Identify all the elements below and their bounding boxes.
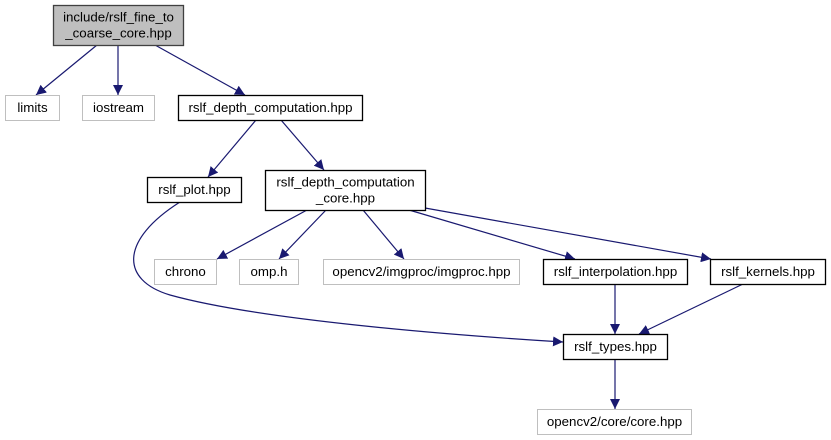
node-label: rslf_interpolation.hpp (554, 264, 677, 279)
node-box (323, 259, 520, 285)
node-core: opencv2/core/core.hpp (537, 409, 692, 435)
node-label: omp.h (251, 264, 288, 279)
node-label: rslf_kernels.hpp (721, 264, 815, 279)
node-box (264, 169, 427, 212)
node-label: rslf_depth_computation.hpp (188, 100, 352, 115)
edges-layer (35, 44, 744, 409)
node-omp: omp.h (239, 259, 299, 285)
node-depth-computation-core[interactable]: rslf_depth_computation_core.hpp (264, 169, 427, 212)
node-box (239, 259, 299, 285)
node-limits: limits (5, 95, 60, 121)
node-label: opencv2/core/core.hpp (547, 414, 682, 429)
node-iostream: iostream (82, 95, 155, 121)
node-label: opencv2/imgproc/imgproc.hpp (332, 264, 510, 279)
node-kernels[interactable]: rslf_kernels.hpp (709, 258, 827, 286)
node-box (52, 4, 185, 47)
node-box (542, 258, 689, 286)
node-label: iostream (93, 100, 144, 115)
edge-depth-computation-core-to-omp (278, 209, 327, 260)
node-depth-computation[interactable]: rslf_depth_computation.hpp (177, 94, 364, 122)
node-interpolation[interactable]: rslf_interpolation.hpp (542, 258, 689, 286)
edge-depth-computation-core-to-chrono (216, 209, 308, 260)
node-label: rslf_depth_computation (276, 175, 414, 190)
node-box (146, 176, 243, 204)
edge-depth-computation-core-to-interpolation (408, 209, 576, 261)
node-label: chrono (165, 264, 206, 279)
edge-kernels-to-types (638, 283, 744, 335)
node-types[interactable]: rslf_types.hpp (562, 333, 669, 361)
edge-depth-computation-core-to-imgproc (362, 209, 405, 260)
node-box (177, 94, 364, 122)
node-box (154, 259, 217, 285)
edge-plot-to-types (133, 201, 564, 347)
edge-root-to-limits (35, 44, 98, 96)
edge-depth-computation-to-plot (207, 119, 257, 178)
node-root: include/rslf_fine_to_coarse_core.hpp (52, 4, 185, 47)
node-box (5, 95, 60, 121)
node-label: include/rslf_fine_to (63, 10, 174, 25)
node-chrono: chrono (154, 259, 217, 285)
node-box (562, 333, 669, 361)
edge-depth-computation-core-to-kernels (424, 207, 712, 263)
edge-depth-computation-to-depth-computation-core (280, 119, 325, 171)
node-label: rslf_plot.hpp (158, 182, 230, 197)
node-label: _core.hpp (315, 191, 375, 206)
node-plot[interactable]: rslf_plot.hpp (146, 176, 243, 204)
node-box (82, 95, 155, 121)
edge-root-to-depth-computation (154, 44, 246, 96)
node-label: rslf_types.hpp (574, 339, 657, 354)
node-imgproc: opencv2/imgproc/imgproc.hpp (323, 259, 520, 285)
node-label: _coarse_core.hpp (64, 26, 171, 41)
node-label: limits (17, 100, 48, 115)
node-box (537, 409, 692, 435)
nodes-layer: include/rslf_fine_to_coarse_core.hpplimi… (5, 4, 827, 435)
node-box (709, 258, 827, 286)
